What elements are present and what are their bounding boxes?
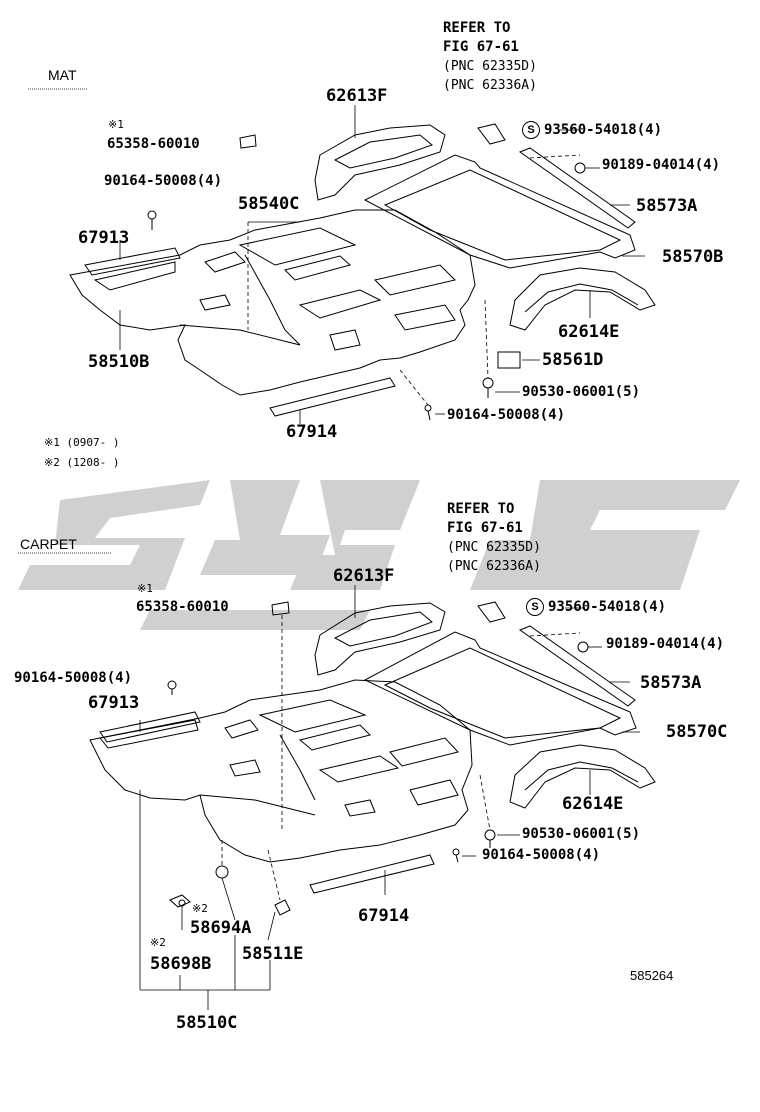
carpet-part-93560-label: 93560-54018(4): [548, 599, 667, 615]
carpet-section-title: CARPET: [20, 536, 77, 552]
mat-part-90530-06001[interactable]: 90530-06001(5): [522, 384, 641, 400]
footnote-1: ※1 (0907- ): [44, 436, 120, 449]
carpet-mark-1: ※1: [137, 582, 153, 595]
carpet-part-65358-60010[interactable]: 65358-60010: [136, 599, 229, 615]
carpet-part-90189-04014[interactable]: 90189-04014(4): [606, 636, 725, 652]
carpet-refer-note: REFER TO FIG 67-61 (PNC 62335D) (PNC 623…: [447, 500, 541, 576]
carpet-part-58573a[interactable]: 58573A: [640, 673, 702, 693]
mat-part-90164-50008-b[interactable]: 90164-50008(4): [447, 407, 566, 423]
mat-refer-note: REFER TO FIG 67-61 (PNC 62335D) (PNC 623…: [443, 19, 537, 95]
mat-part-58561d[interactable]: 58561D: [542, 350, 604, 370]
carpet-part-67914[interactable]: 67914: [358, 906, 410, 926]
carpet-refer-line2: FIG 67-61: [447, 520, 523, 536]
mat-section-title: MAT: [48, 67, 77, 83]
carpet-part-90530-06001[interactable]: 90530-06001(5): [522, 826, 641, 842]
s-symbol-icon: S: [526, 598, 544, 616]
mat-part-90189-04014[interactable]: 90189-04014(4): [602, 157, 721, 173]
mat-refer-line3: (PNC 62335D): [443, 59, 537, 74]
carpet-part-67913[interactable]: 67913: [88, 693, 140, 713]
mat-part-90164-50008-a[interactable]: 90164-50008(4): [104, 173, 223, 189]
carpet-part-90164-50008-a[interactable]: 90164-50008(4): [14, 670, 133, 686]
carpet-refer-line4: (PNC 62336A): [447, 559, 541, 574]
mat-leader-lines: [119, 105, 645, 424]
mat-diagram: [69, 123, 656, 421]
carpet-part-58510c[interactable]: 58510C: [176, 1013, 238, 1033]
s-symbol-icon: S: [522, 121, 540, 139]
mat-part-58570b[interactable]: 58570B: [662, 247, 724, 267]
carpet-part-58570c[interactable]: 58570C: [666, 722, 728, 742]
carpet-part-90164-50008-b[interactable]: 90164-50008(4): [482, 847, 601, 863]
mat-part-67914[interactable]: 67914: [286, 422, 338, 442]
mat-part-62613f[interactable]: 62613F: [326, 86, 388, 106]
carpet-part-62613f[interactable]: 62613F: [333, 566, 395, 586]
mat-refer-line2: FIG 67-61: [443, 39, 519, 55]
carpet-part-58694a[interactable]: 58694A: [190, 918, 252, 938]
mat-part-58573a[interactable]: 58573A: [636, 196, 698, 216]
carpet-refer-line1: REFER TO: [447, 501, 515, 517]
mat-refer-line1: REFER TO: [443, 20, 511, 36]
carpet-mark-2a: ※2: [192, 902, 208, 915]
mat-part-93560-label: 93560-54018(4): [544, 122, 663, 138]
carpet-leader-lines: [139, 585, 640, 1010]
mat-part-65358-60010[interactable]: 65358-60010: [107, 136, 200, 152]
mat-part-58540c[interactable]: 58540C: [238, 194, 300, 214]
mat-part-67913[interactable]: 67913: [78, 228, 130, 248]
watermark-logo: [18, 480, 740, 630]
mat-mark-1: ※1: [108, 118, 124, 131]
carpet-diagram: [89, 601, 656, 916]
carpet-part-58511e[interactable]: 58511E: [242, 944, 304, 964]
mat-part-58510b[interactable]: 58510B: [88, 352, 150, 372]
carpet-mark-2b: ※2: [150, 936, 166, 949]
mat-part-62614e[interactable]: 62614E: [558, 322, 620, 342]
carpet-part-62614e[interactable]: 62614E: [562, 794, 624, 814]
carpet-refer-line3: (PNC 62335D): [447, 540, 541, 555]
footnote-2: ※2 (1208- ): [44, 456, 120, 469]
carpet-part-58698b[interactable]: 58698B: [150, 954, 212, 974]
illustration-number: 585264: [630, 968, 674, 983]
mat-refer-line4: (PNC 62336A): [443, 78, 537, 93]
